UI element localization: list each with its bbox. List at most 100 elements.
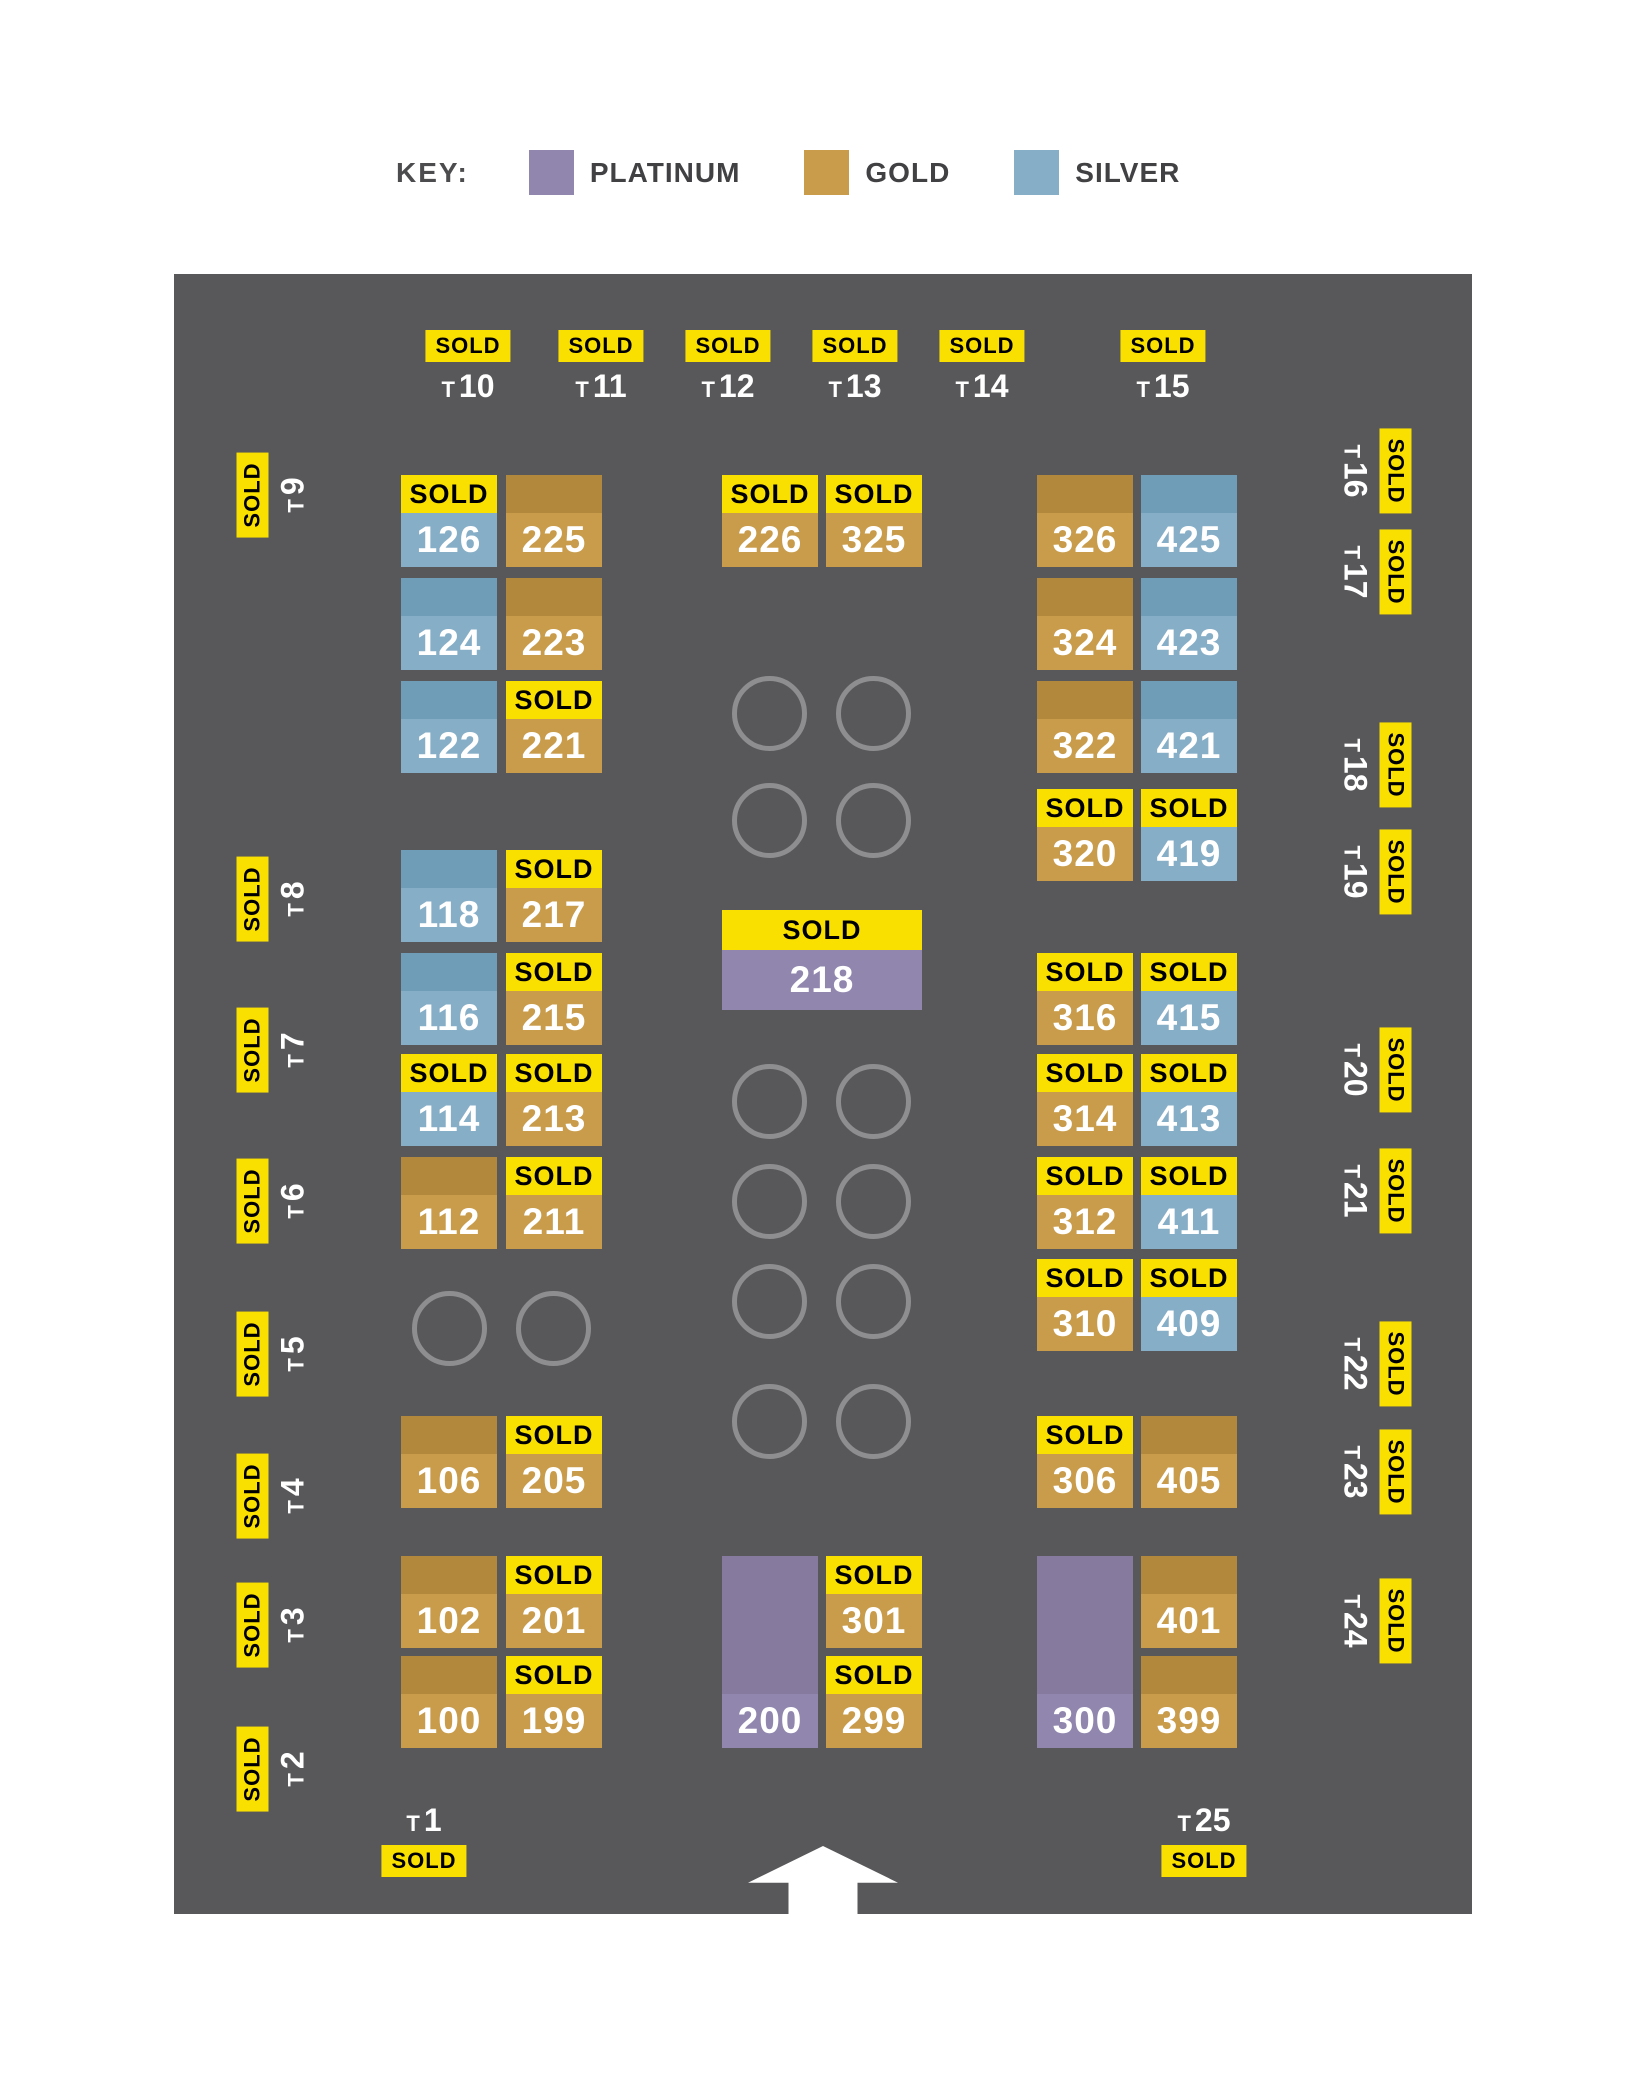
booth-102[interactable]: 102 (401, 1556, 497, 1648)
booth-106[interactable]: 106 (401, 1416, 497, 1508)
booth-top-shade (401, 953, 497, 991)
booth-top-shade (401, 1157, 497, 1195)
table-num-text: 19 (1337, 862, 1374, 899)
booth-100[interactable]: 100 (401, 1656, 497, 1748)
booth-number: 415 (1141, 991, 1237, 1045)
table-number: T 24 (1337, 1594, 1374, 1647)
table-num-text: 4 (274, 1478, 311, 1497)
table-prefix: T (575, 377, 589, 402)
booth-324[interactable]: 324 (1037, 578, 1133, 670)
booth-number: 201 (506, 1594, 602, 1648)
round-table-circle (732, 1064, 807, 1139)
platinum-swatch (528, 150, 574, 195)
booth-300[interactable]: 300 (1037, 1556, 1133, 1748)
table-num-text: 7 (274, 1032, 311, 1051)
round-table-circle (412, 1291, 487, 1366)
booth-421[interactable]: 421 (1141, 681, 1237, 773)
circle-layer (174, 274, 1472, 1914)
table-prefix: T (1339, 738, 1365, 752)
booth-116[interactable]: 116 (401, 953, 497, 1045)
booth-top-shade (506, 475, 602, 513)
sold-badge: SOLD (1141, 789, 1237, 827)
booth-number: 218 (722, 950, 922, 1010)
booth-number: 401 (1141, 1594, 1237, 1648)
table-prefix: T (1339, 1594, 1365, 1608)
booth-top-shade (1141, 681, 1237, 719)
sold-badge: SOLD (1037, 1054, 1133, 1092)
booth-124[interactable]: 124 (401, 578, 497, 670)
booth-122[interactable]: 122 (401, 681, 497, 773)
sold-badge: SOLD (506, 1054, 602, 1092)
sold-chip: SOLD (236, 1007, 269, 1093)
booth-322[interactable]: 322 (1037, 681, 1133, 773)
table-prefix: T (1339, 1445, 1365, 1459)
sold-badge: SOLD (1037, 1416, 1133, 1454)
booth-200[interactable]: 200 (722, 1556, 818, 1748)
booth-number: 310 (1037, 1297, 1133, 1351)
table-prefix: T (283, 1054, 309, 1068)
booth-number: 425 (1141, 513, 1237, 567)
booth-225[interactable]: 225 (506, 475, 602, 567)
booth-118[interactable]: 118 (401, 850, 497, 942)
booth-425[interactable]: 425 (1141, 475, 1237, 567)
booth-423[interactable]: 423 (1141, 578, 1237, 670)
legend-item-silver: SILVER (1014, 150, 1180, 195)
booth-223[interactable]: 223 (506, 578, 602, 670)
booth-399[interactable]: 399 (1141, 1656, 1237, 1748)
table-num-text: 23 (1337, 1462, 1374, 1499)
sold-chip: SOLD (1161, 1845, 1247, 1877)
booth-top-shade (1141, 1656, 1237, 1694)
booth-405[interactable]: 405 (1141, 1416, 1237, 1508)
sold-badge: SOLD (722, 910, 922, 950)
booth-number: 312 (1037, 1195, 1133, 1249)
booth-401[interactable]: 401 (1141, 1556, 1237, 1648)
table-num-text: 3 (274, 1607, 311, 1626)
sold-chip: SOLD (236, 1582, 269, 1668)
table-num-text: 9 (274, 477, 311, 496)
round-table-circle (732, 1164, 807, 1239)
booth-top-shade (1037, 681, 1133, 719)
booth-112[interactable]: 112 (401, 1157, 497, 1249)
table-num-text: 13 (845, 368, 882, 404)
table-num-text: 24 (1337, 1611, 1374, 1648)
booth-326[interactable]: 326 (1037, 475, 1133, 567)
sold-chip: SOLD (1379, 722, 1412, 808)
booth-number: 213 (506, 1092, 602, 1146)
booth-number: 205 (506, 1454, 602, 1508)
